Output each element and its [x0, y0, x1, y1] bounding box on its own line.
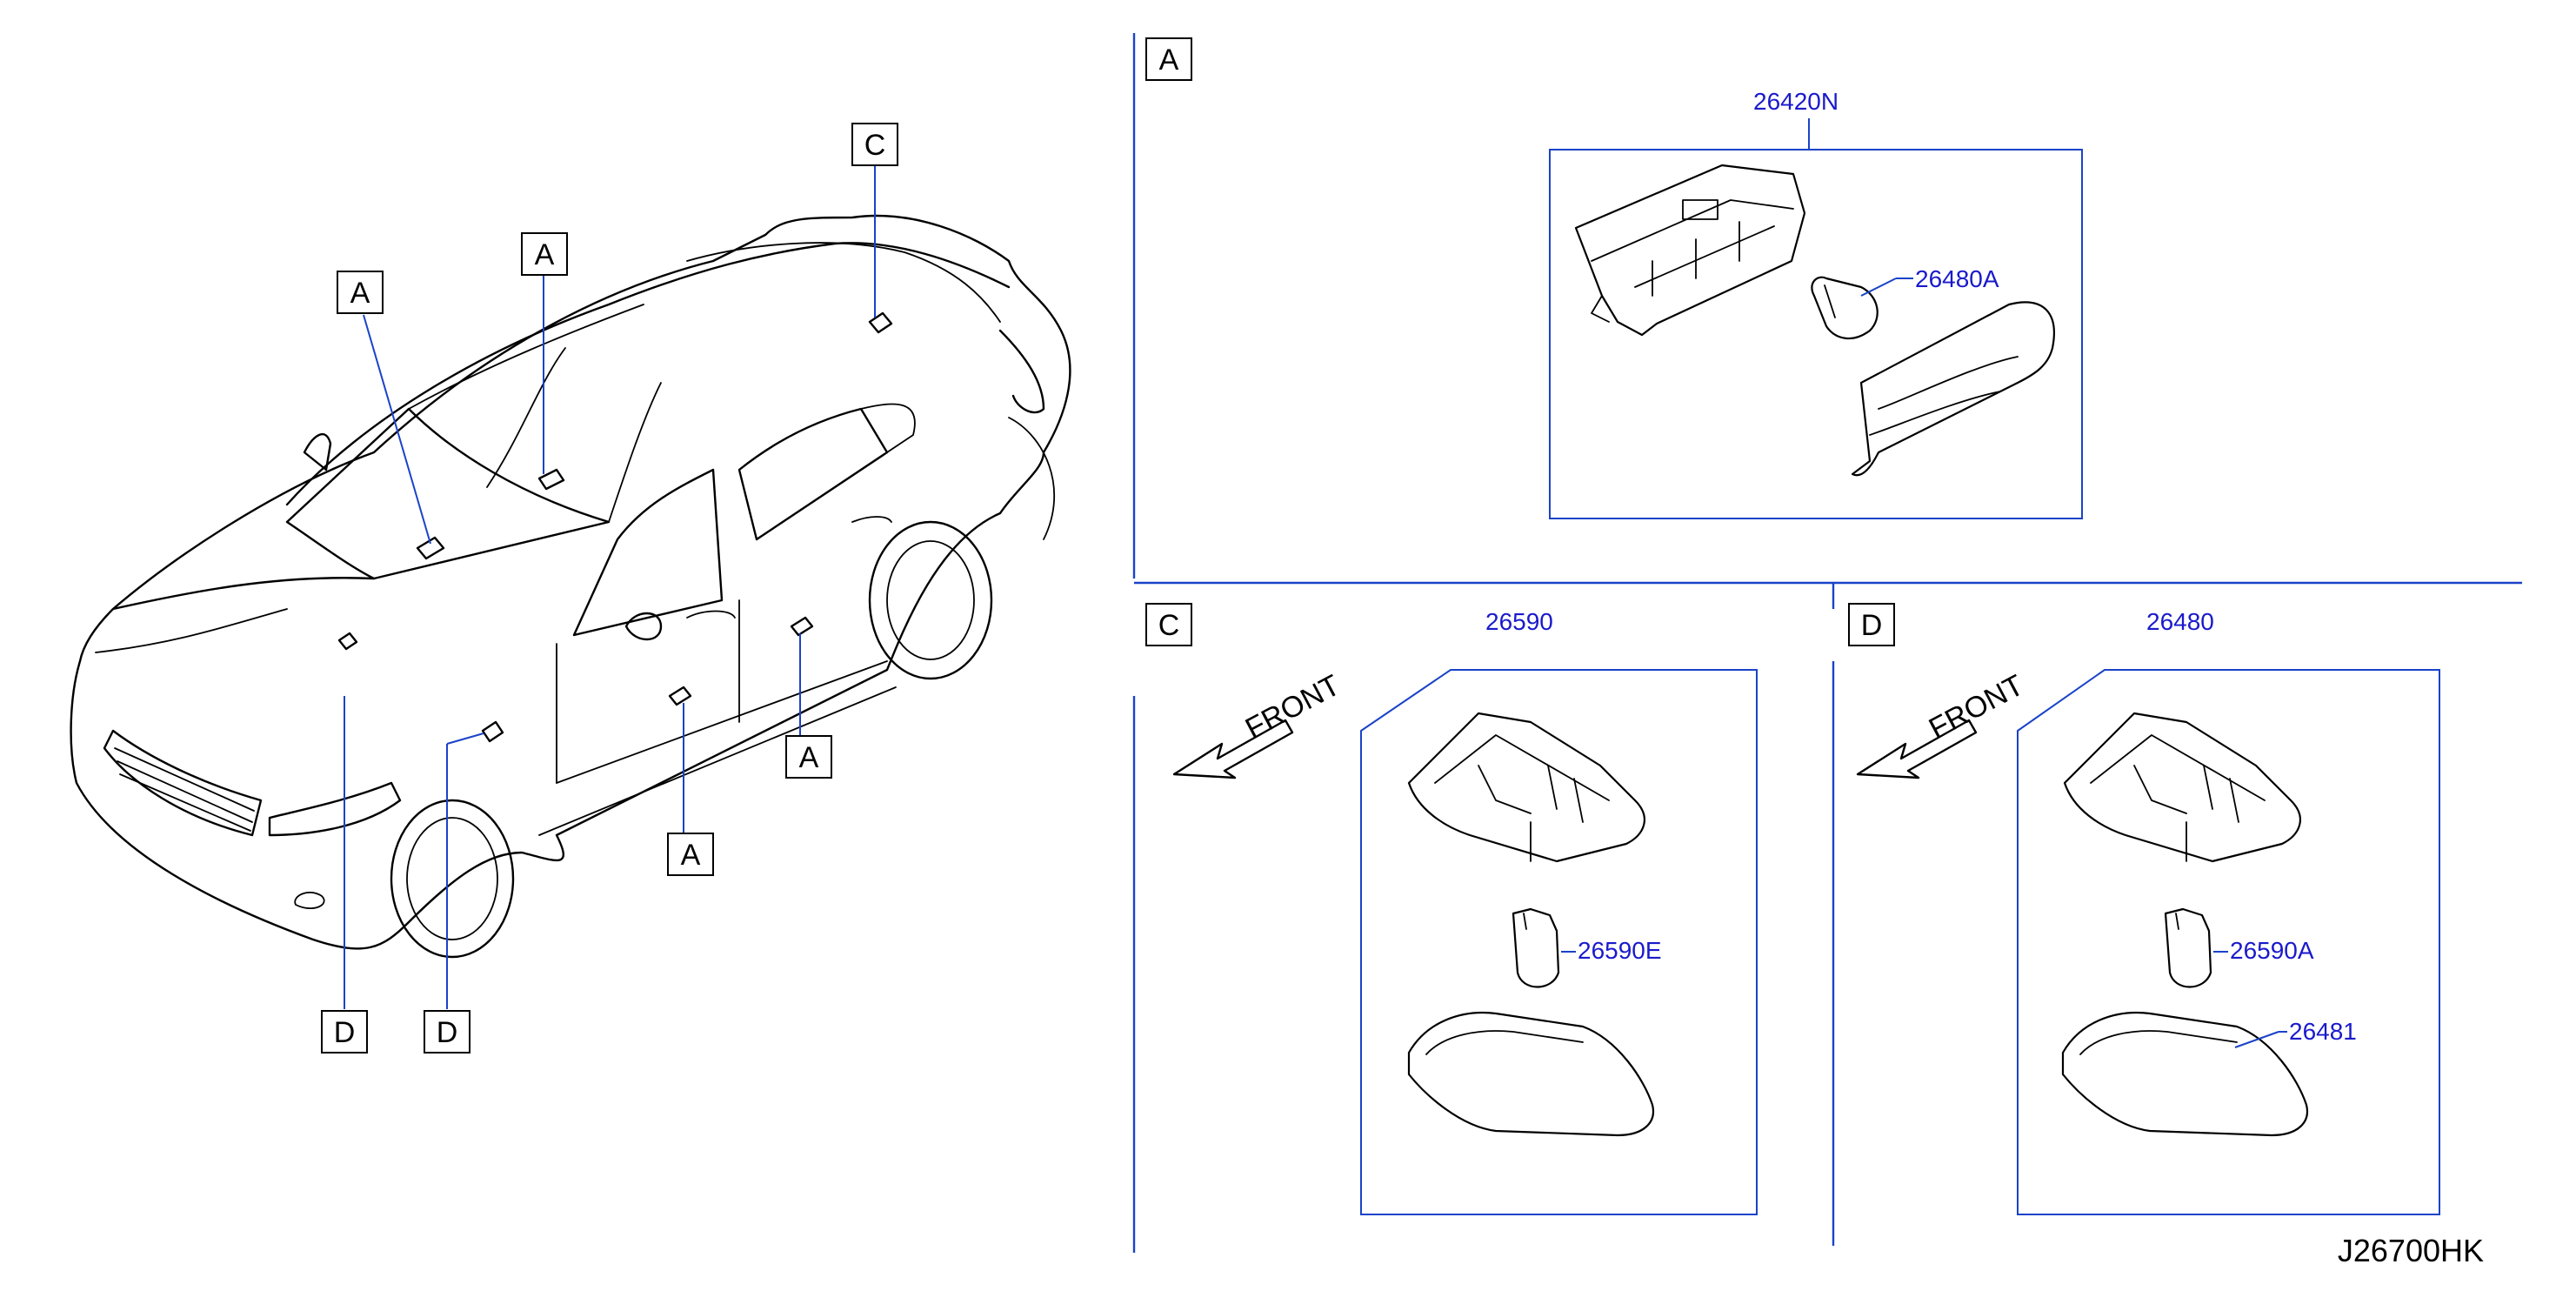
front-arrow-icon	[1172, 719, 1294, 779]
section-a-label: A	[1159, 43, 1179, 77]
callout-car-top-a2-label: A	[535, 238, 555, 271]
callout-car-top-a1: A	[337, 271, 384, 314]
callout-car-top-c-label: C	[864, 129, 886, 162]
callout-car-bottom-d2: D	[424, 1010, 470, 1054]
front-label-c: FRONT	[1240, 669, 1345, 746]
callout-car-top-c: C	[851, 123, 898, 166]
car-leader-lines	[344, 164, 876, 1009]
callout-car-top-a2: A	[521, 232, 568, 276]
part-26480-label: 26480	[2146, 608, 2214, 635]
car-illustration-icon	[70, 214, 1071, 959]
bulb-icon	[1512, 907, 1560, 988]
callout-car-bottom-d1: D	[321, 1010, 368, 1054]
section-c: C 26590 FRONT 26590E	[1145, 603, 1758, 1215]
bulb-icon	[1811, 276, 1879, 340]
callout-car-bottom-d2-label: D	[437, 1016, 458, 1049]
part-26420n-label: 26420N	[1753, 88, 1839, 115]
callout-car-side-a1-label: A	[799, 741, 819, 774]
callout-car-side-a2-label: A	[681, 839, 701, 872]
diagram-code: J26700HK	[2338, 1233, 2484, 1268]
section-d-frame	[2017, 669, 2440, 1215]
section-a-frame	[1549, 149, 2083, 519]
callout-car-side-a2: A	[667, 833, 714, 876]
lamp-housing-icon	[1574, 164, 1806, 337]
lamp-housing-icon	[2063, 712, 2301, 863]
bulb-icon	[2164, 907, 2212, 988]
callout-car-top-a1-label: A	[350, 277, 370, 310]
section-c-label: C	[1158, 609, 1180, 642]
front-arrow-icon	[1856, 719, 1978, 779]
part-26480a-label: 26480A	[1915, 265, 1999, 292]
lamp-lens-icon	[1407, 1012, 1655, 1137]
lamp-lens-icon	[2061, 1012, 2309, 1137]
lamp-lens-icon	[1851, 301, 2055, 477]
section-d-label: D	[1861, 609, 1883, 642]
section-c-frame	[1360, 669, 1758, 1215]
part-26590-label: 26590	[1485, 608, 1553, 635]
lamp-housing-icon	[1407, 712, 1645, 863]
section-a: A 26420N 26480A	[1145, 37, 2083, 519]
front-label-d: FRONT	[1924, 669, 2029, 746]
part-26590a-label: 26590A	[2230, 937, 2314, 964]
part-26590e-label: 26590E	[1578, 937, 1662, 964]
callout-car-bottom-d1-label: D	[334, 1016, 356, 1049]
part-26481-label: 26481	[2289, 1018, 2357, 1045]
callout-car-side-a1: A	[785, 735, 832, 779]
section-dividers	[1132, 33, 2522, 1253]
section-d: D 26480 FRONT 26590A 264	[1848, 603, 2440, 1215]
